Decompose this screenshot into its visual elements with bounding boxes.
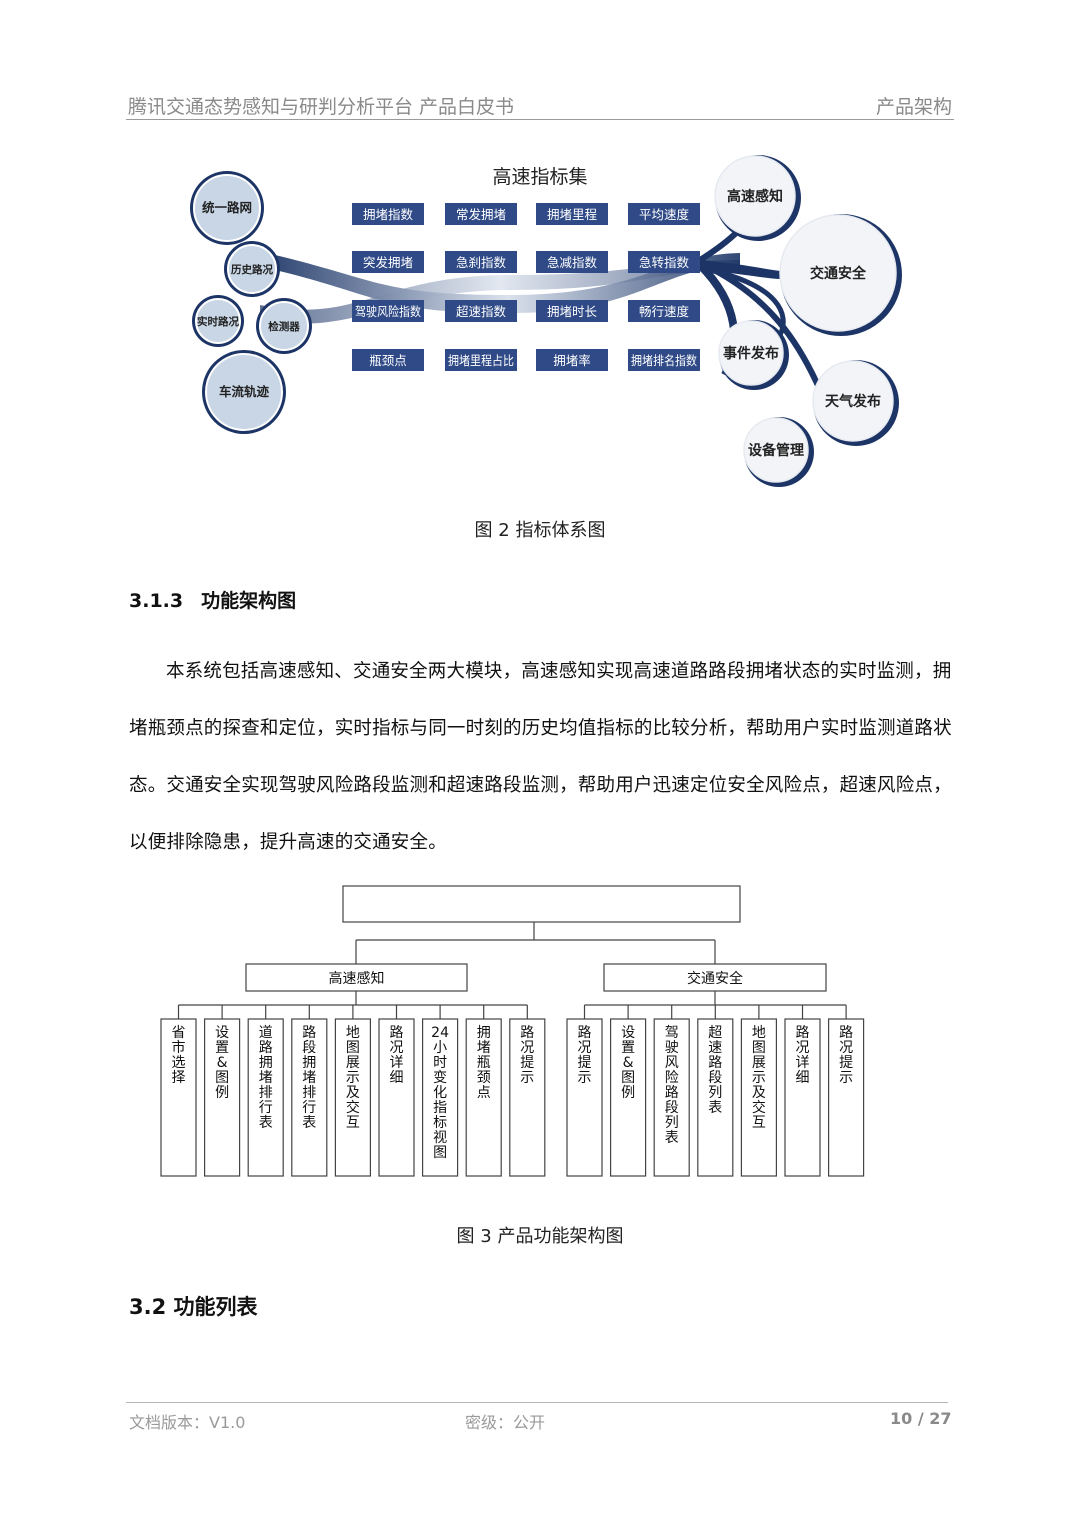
section-title: 功能架构图: [201, 590, 296, 612]
feature-label: 地图展示及交互: [752, 1025, 766, 1131]
indicator-label: 瓶颈点: [369, 353, 407, 368]
indicator-label: 超速指数: [456, 304, 507, 319]
section-heading-3-2: 3.2 功能列表: [129, 1291, 258, 1321]
feature-label: 驾驶风险路段列表: [665, 1025, 679, 1146]
source-label: 检测器: [268, 320, 300, 333]
footer-security: 密级：公开: [465, 1409, 545, 1433]
indicator-label: 平均速度: [639, 207, 690, 222]
indicator-label: 拥堵率: [553, 353, 591, 368]
feature-label: 地图展示及交互: [346, 1025, 360, 1131]
output-label: 天气发布: [825, 393, 881, 410]
figure3-caption: 图 3 产品功能架构图: [0, 1222, 1080, 1248]
indicator-label: 突发拥堵: [363, 255, 413, 270]
output-label: 高速感知: [727, 188, 783, 205]
indicator-label: 驾驶风险指数: [355, 304, 421, 319]
feature-label: 设置&图例: [621, 1025, 635, 1101]
indicator-set-title: 高速指标集: [492, 166, 587, 188]
feature-label: 24小时变化指标视图: [431, 1025, 449, 1161]
module-label: 高速感知: [329, 970, 385, 987]
header-title: 腾讯交通态势感知与研判分析平台 产品白皮书: [128, 92, 514, 119]
feature-label: 路段拥堵排行表: [302, 1025, 316, 1131]
section-number: 3.1.3: [129, 590, 183, 612]
footer-divider: [126, 1402, 948, 1403]
section-title: 功能列表: [174, 1295, 258, 1319]
footer-version: 文档版本：V1.0: [129, 1409, 245, 1433]
indicator-label: 畅行速度: [639, 304, 690, 319]
output-label: 设备管理: [748, 442, 804, 459]
source-label: 实时路况: [197, 315, 239, 328]
source-label: 车流轨迹: [219, 384, 270, 399]
indicator-label: 常发拥堵: [456, 207, 506, 222]
output-label: 事件发布: [723, 345, 779, 362]
feature-label: 路况提示: [839, 1025, 853, 1086]
output-label: 交通安全: [810, 265, 867, 282]
feature-label: 路况提示: [578, 1025, 592, 1086]
feature-label: 省市选择: [172, 1025, 186, 1086]
feature-label: 道路拥堵排行表: [259, 1025, 273, 1131]
indicator-label: 急转指数: [639, 255, 690, 270]
feature-label: 设置&图例: [215, 1025, 229, 1101]
indicator-label: 拥堵里程: [547, 207, 598, 222]
feature-label: 路况详细: [390, 1025, 404, 1086]
indicator-label: 急刹指数: [456, 255, 507, 270]
body-paragraph: 本系统包括高速感知、交通安全两大模块，高速感知实现高速道路路段拥堵状态的实时监测…: [129, 643, 955, 871]
figure2-caption: 图 2 指标体系图: [0, 516, 1080, 542]
indicator-label: 拥堵时长: [547, 304, 598, 319]
feature-label: 路况提示: [520, 1025, 534, 1086]
section-number: 3.2: [129, 1295, 166, 1319]
source-label: 历史路况: [231, 263, 273, 276]
footer-page-number: 10 / 27: [890, 1409, 952, 1428]
section-heading-3-1-3: 3.1.3 功能架构图: [129, 586, 296, 613]
module-label: 交通安全: [687, 970, 743, 987]
indicator-label: 拥堵里程占比: [448, 353, 514, 368]
feature-label: 超速路段列表: [708, 1025, 722, 1116]
source-label: 统一路网: [202, 200, 252, 215]
feature-label: 拥堵瓶颈点: [477, 1025, 491, 1101]
header-section: 产品架构: [876, 92, 952, 119]
feature-label: 路况详细: [796, 1025, 810, 1086]
indicator-label: 拥堵排名指数: [631, 353, 697, 368]
header-divider: [126, 119, 954, 120]
architecture-root-box: [343, 886, 740, 922]
indicator-label: 拥堵指数: [363, 207, 414, 222]
indicator-label: 急减指数: [547, 255, 598, 270]
